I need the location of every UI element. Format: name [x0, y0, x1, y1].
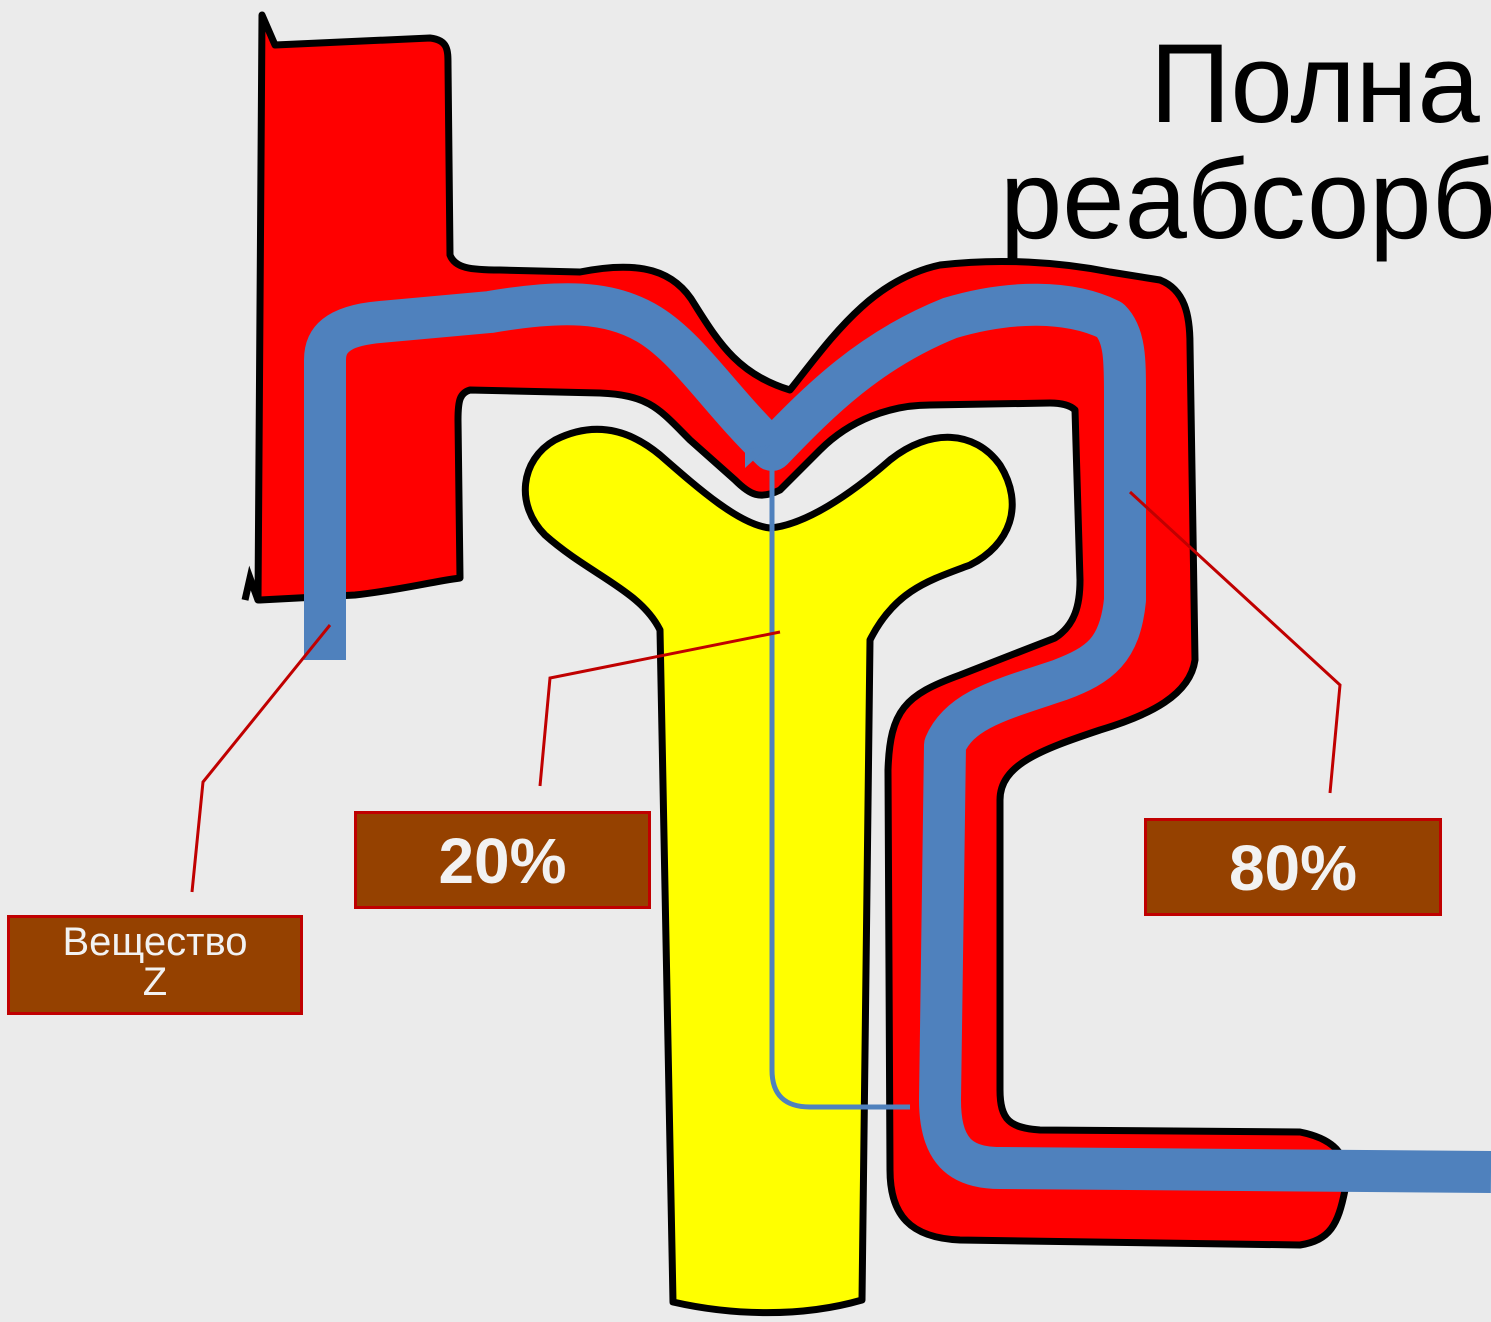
substance-label-line-2: Z [10, 962, 300, 1002]
substance-z-label: Вещество Z [7, 915, 303, 1015]
page-title: Полна реабсорб [1150, 28, 1491, 256]
leader-line-substance [192, 625, 330, 892]
percent-20-label: 20% [354, 811, 651, 909]
substance-label-line-1: Вещество [10, 922, 300, 962]
title-line-2: реабсорб [1000, 144, 1491, 256]
title-line-1: Полна [1150, 21, 1480, 146]
percent-80-label: 80% [1144, 818, 1442, 916]
